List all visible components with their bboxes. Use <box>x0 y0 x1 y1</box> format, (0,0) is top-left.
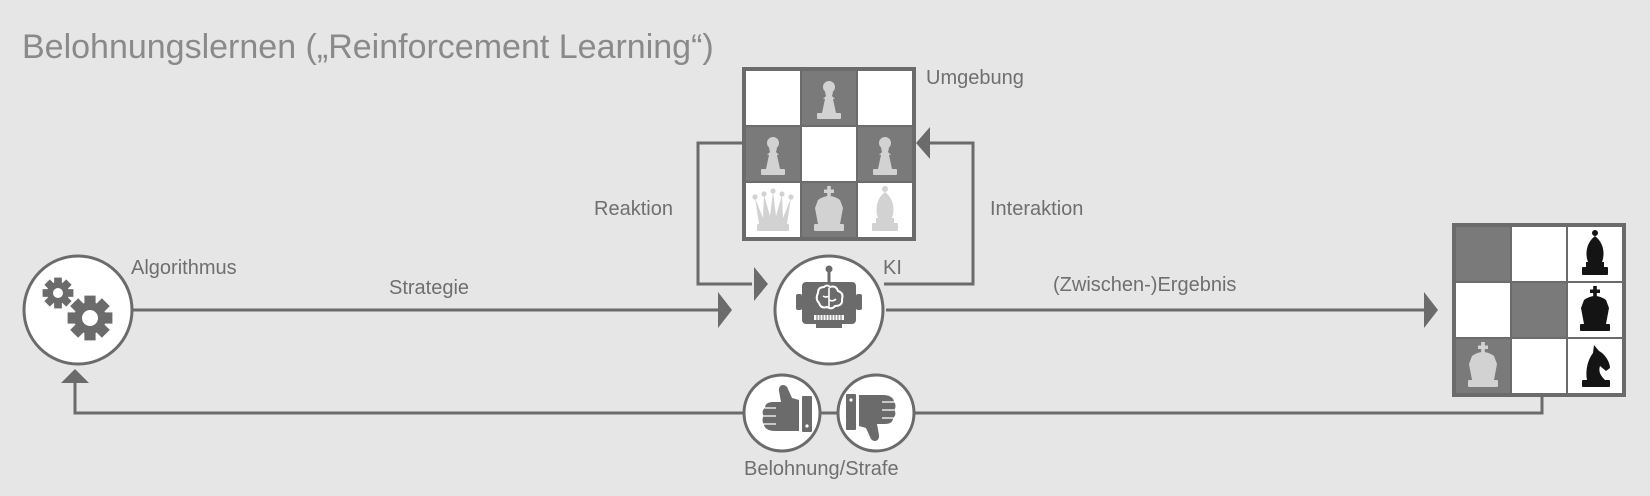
environment-chessboard <box>742 67 916 241</box>
result-arrowhead <box>1424 292 1438 328</box>
ai-node <box>773 254 885 366</box>
strategy-arrowhead <box>718 292 732 328</box>
interaction-arrow-line <box>884 141 975 286</box>
reaction-arrowhead <box>754 267 768 301</box>
thumbs-down-icon <box>846 394 896 441</box>
reaction-label: Reaktion <box>594 198 673 220</box>
result-label: (Zwischen-)Ergebnis <box>1053 274 1236 296</box>
reward-label: Belohnung/Strafe <box>744 458 899 480</box>
interaction-arrowhead <box>916 127 930 159</box>
interaction-label: Interaktion <box>990 198 1083 220</box>
algorithm-node <box>22 254 134 366</box>
robot-brain-icon <box>796 265 862 328</box>
page-title: Belohnungslernen („Reinforcement Learnin… <box>22 28 714 66</box>
strategy-label: Strategie <box>389 277 469 299</box>
ai-label: KI <box>883 257 902 279</box>
environment-label: Umgebung <box>926 67 1024 89</box>
thumbs-up-icon <box>762 385 812 432</box>
reaction-arrow-line <box>696 141 752 286</box>
feedback-arrowhead <box>61 369 89 383</box>
algorithm-label: Algorithmus <box>131 257 237 279</box>
reward-node <box>742 373 822 453</box>
result-chessboard <box>1452 223 1626 397</box>
penalty-node <box>836 373 916 453</box>
gears-icon <box>42 277 113 341</box>
